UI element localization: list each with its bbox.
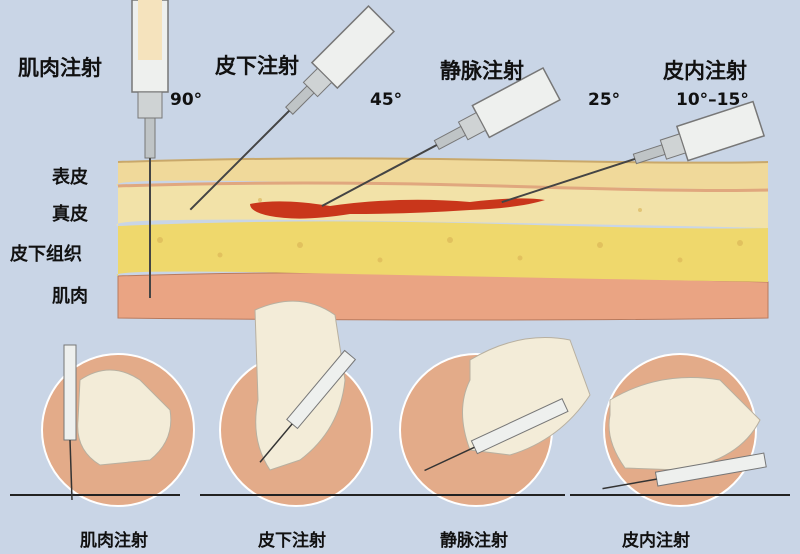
gloved-hand-icon [254, 300, 346, 471]
sc-angle: 45° [370, 90, 403, 110]
gloved-hand-icon [608, 377, 761, 471]
layer-label-epidermis: 表皮 [52, 167, 88, 188]
iv-angle: 25° [588, 90, 621, 110]
syringe-icon [602, 452, 767, 490]
subcutaneous-layer [116, 221, 768, 282]
gloved-hand-icon [77, 369, 172, 466]
layer-label-subcutaneous: 皮下组织 [10, 244, 82, 265]
iv-technique-illustration [375, 337, 591, 507]
id-caption: 皮内注射 [622, 531, 690, 551]
sc-technique-illustration [200, 300, 380, 507]
id-title: 皮内注射 [663, 59, 747, 83]
im-technique-illustration [10, 344, 195, 507]
iv-caption: 静脉注射 [440, 531, 508, 551]
sc-caption: 皮下注射 [258, 531, 326, 551]
layer-label-dermis: 真皮 [52, 204, 88, 225]
layer-label-muscle: 肌肉 [52, 286, 88, 307]
syringe-icon [424, 397, 569, 472]
syringe-icon [321, 67, 561, 207]
id-technique-illustration [570, 353, 790, 507]
syringe-icon [259, 349, 357, 463]
gloved-hand-icon [462, 337, 591, 456]
syringe-icon [189, 4, 396, 211]
sc-title: 皮下注射 [215, 54, 299, 78]
syringe-icon [131, 0, 169, 298]
im-caption: 肌肉注射 [80, 531, 148, 551]
epidermis-layer [116, 158, 768, 190]
id-angle: 10°–15° [676, 90, 749, 110]
im-title: 肌肉注射 [18, 56, 102, 80]
vein [250, 198, 545, 219]
im-angle: 90° [170, 90, 203, 110]
syringe-icon [63, 344, 77, 441]
syringe-icon [501, 100, 766, 204]
iv-title: 静脉注射 [440, 59, 524, 83]
